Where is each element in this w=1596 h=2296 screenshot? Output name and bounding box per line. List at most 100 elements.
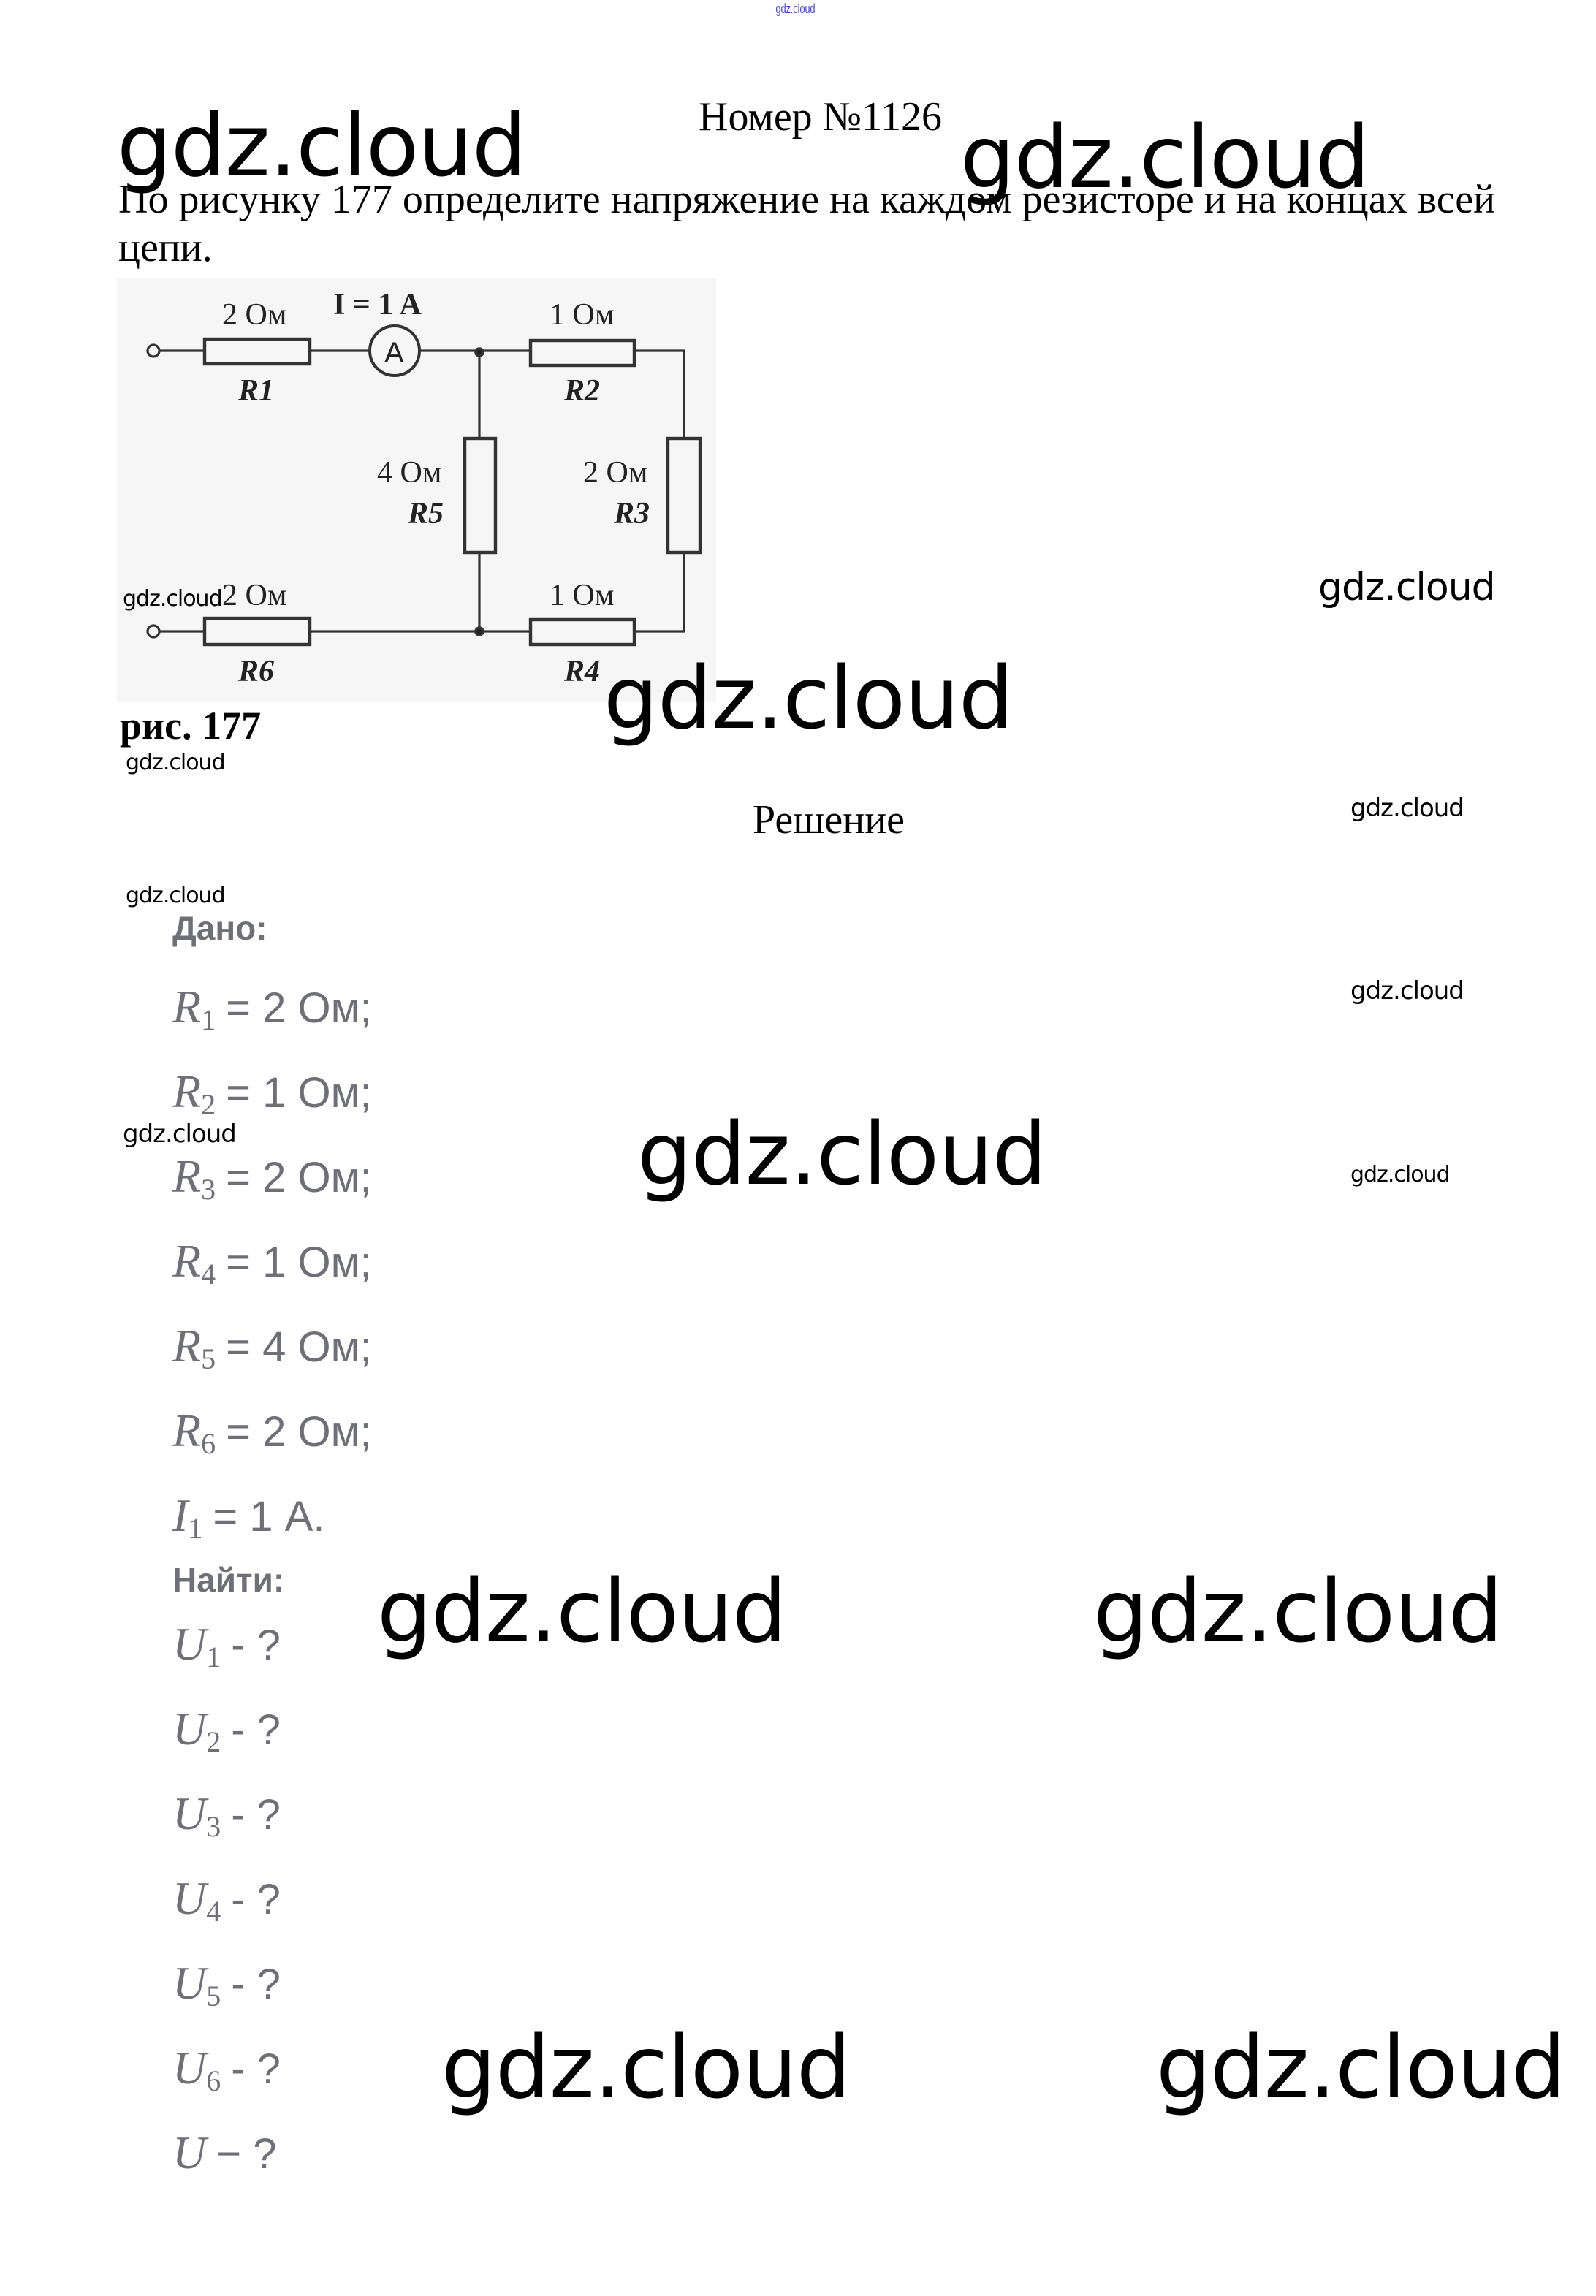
resistor-r3 bbox=[666, 436, 702, 555]
r3-name: R3 bbox=[613, 497, 650, 531]
given-item: R1 = 2 Ом; bbox=[172, 965, 372, 1049]
given-item: R3= 2 Ом; bbox=[172, 1134, 372, 1219]
current-label: I = 1 A bbox=[333, 288, 422, 322]
r2-value: 1 Ом bbox=[550, 298, 614, 332]
given-block: Дано: R1= 2 Ом;R2= 1 Ом;R3= 2 Ом;R4= 1 О… bbox=[172, 906, 372, 2195]
given-item: R5= 4 Ом; bbox=[172, 1304, 372, 1388]
r6-name: R6 bbox=[238, 655, 274, 688]
given-item-symbol: I bbox=[172, 1489, 189, 1541]
watermark: gdz.cloud bbox=[637, 1103, 1047, 1204]
given-item-symbol: R bbox=[172, 1404, 202, 1456]
top-watermark: gdz.cloud bbox=[775, 1, 816, 16]
find-list: U1- ?U2- ?U3- ?U4- ?U5- ?U6- ?U− ? bbox=[172, 1602, 372, 2195]
given-item: I1 = 1 А. bbox=[172, 1473, 372, 1558]
find-item: U− ? bbox=[172, 2110, 372, 2195]
find-item-symbol: U bbox=[172, 1618, 207, 1670]
ammeter-label: A bbox=[384, 337, 404, 369]
find-item-symbol: U bbox=[172, 1787, 207, 1839]
given-item-symbol: R bbox=[172, 1150, 202, 1202]
watermark: gdz.cloud bbox=[117, 95, 527, 196]
find-item-value: - ? bbox=[231, 1706, 281, 1754]
find-item-value: - ? bbox=[231, 1622, 281, 1669]
find-item-value: - ? bbox=[231, 1876, 281, 1923]
given-item: R4 = 1 Ом; bbox=[172, 1219, 372, 1304]
given-item-subscript: 2 bbox=[201, 1088, 216, 1121]
watermark: gdz.cloud bbox=[377, 1561, 787, 1662]
given-item-subscript: 5 bbox=[201, 1342, 216, 1375]
watermark: gdz.cloud bbox=[123, 1120, 237, 1149]
given-list: R1= 2 Ом;R2= 1 Ом;R3= 2 Ом;R4= 1 Ом;R5= … bbox=[172, 965, 372, 1558]
page-title: Номер №1126 bbox=[699, 94, 943, 140]
watermark: gdz.cloud bbox=[1350, 794, 1464, 823]
find-item-value: − ? bbox=[216, 2130, 277, 2178]
given-item-value: = 2 Ом; bbox=[226, 984, 372, 1032]
given-item: R2= 1 Ом; bbox=[172, 1049, 372, 1134]
given-item-subscript: 1 bbox=[201, 1003, 216, 1036]
given-item-subscript: 3 bbox=[201, 1173, 216, 1206]
task-text: По рисунку 177 определите напряжение на … bbox=[118, 177, 1496, 270]
given-item-symbol: R bbox=[172, 1065, 202, 1117]
resistor-r6 bbox=[202, 616, 312, 647]
r5-name: R5 bbox=[407, 497, 444, 531]
find-item-symbol: U bbox=[172, 1957, 207, 2009]
ammeter-icon bbox=[368, 324, 421, 377]
resistor-r1 bbox=[202, 337, 312, 366]
r1-value: 2 Ом bbox=[222, 298, 286, 332]
watermark: gdz.cloud bbox=[1350, 1162, 1451, 1187]
given-item-symbol: R bbox=[172, 1235, 202, 1287]
terminal-bottom bbox=[146, 624, 161, 639]
find-item-symbol: U bbox=[172, 2126, 207, 2178]
r5-value: 4 Ом bbox=[377, 456, 441, 490]
given-item-subscript: 1 bbox=[188, 1512, 203, 1545]
given-item: R6 = 2 Ом; bbox=[172, 1388, 372, 1473]
find-item-subscript: 1 bbox=[206, 1641, 221, 1673]
find-item-subscript: 6 bbox=[206, 2064, 221, 2097]
given-item-value: = 4 Ом; bbox=[226, 1323, 372, 1371]
find-item-subscript: 3 bbox=[206, 1810, 221, 1843]
terminal-top bbox=[146, 343, 161, 358]
find-item: U1 - ? bbox=[172, 1602, 372, 1687]
find-label: Найти: bbox=[172, 1561, 285, 1599]
find-item-subscript: 4 bbox=[206, 1895, 221, 1928]
find-item: U3 - ? bbox=[172, 1771, 372, 1856]
watermark: gdz.cloud bbox=[1156, 2017, 1566, 2118]
given-item-subscript: 4 bbox=[201, 1258, 216, 1290]
find-item-value: - ? bbox=[231, 1791, 281, 1839]
find-item: U5 - ? bbox=[172, 1941, 372, 2026]
find-item-value: - ? bbox=[231, 1961, 281, 2008]
watermark: gdz.cloud bbox=[1350, 976, 1464, 1006]
given-item-subscript: 6 bbox=[201, 1427, 216, 1460]
r1-name: R1 bbox=[238, 374, 274, 408]
resistor-r2 bbox=[528, 338, 636, 368]
watermark: gdz.cloud bbox=[604, 647, 1014, 748]
given-item-symbol: R bbox=[172, 981, 202, 1033]
find-item-subscript: 5 bbox=[206, 1980, 221, 2012]
solution-heading: Решение bbox=[752, 797, 905, 843]
junction-top bbox=[474, 347, 484, 357]
find-item: U4 - ? bbox=[172, 1856, 372, 1941]
watermark: gdz.cloud bbox=[1318, 566, 1496, 609]
r3-value: 2 Ом bbox=[583, 456, 647, 490]
find-item-symbol: U bbox=[172, 2042, 207, 2094]
figure-caption: рис. 177 bbox=[120, 704, 262, 748]
watermark: gdz.cloud bbox=[123, 586, 223, 612]
find-item-symbol: U bbox=[172, 1872, 207, 1924]
find-item-value: - ? bbox=[231, 2045, 281, 2093]
given-label: Дано: bbox=[172, 909, 267, 947]
watermark: gdz.cloud bbox=[126, 883, 226, 908]
find-item: U6 - ? bbox=[172, 2026, 372, 2110]
watermark: gdz.cloud bbox=[960, 107, 1370, 208]
resistor-r5 bbox=[463, 436, 498, 555]
r6-value: 2 Ом bbox=[222, 579, 286, 612]
given-item-value: = 1 А. bbox=[213, 1493, 325, 1540]
watermark: gdz.cloud bbox=[441, 2017, 851, 2118]
junction-bottom bbox=[474, 626, 484, 636]
watermark: gdz.cloud bbox=[126, 750, 226, 775]
find-item-symbol: U bbox=[172, 1703, 207, 1755]
given-item-value: = 2 Ом; bbox=[226, 1408, 372, 1456]
resistor-r4 bbox=[528, 617, 636, 647]
find-item-subscript: 2 bbox=[206, 1725, 221, 1758]
r4-name: R4 bbox=[563, 655, 600, 688]
given-item-value: = 1 Ом; bbox=[226, 1239, 372, 1286]
r2-name: R2 bbox=[563, 374, 600, 408]
